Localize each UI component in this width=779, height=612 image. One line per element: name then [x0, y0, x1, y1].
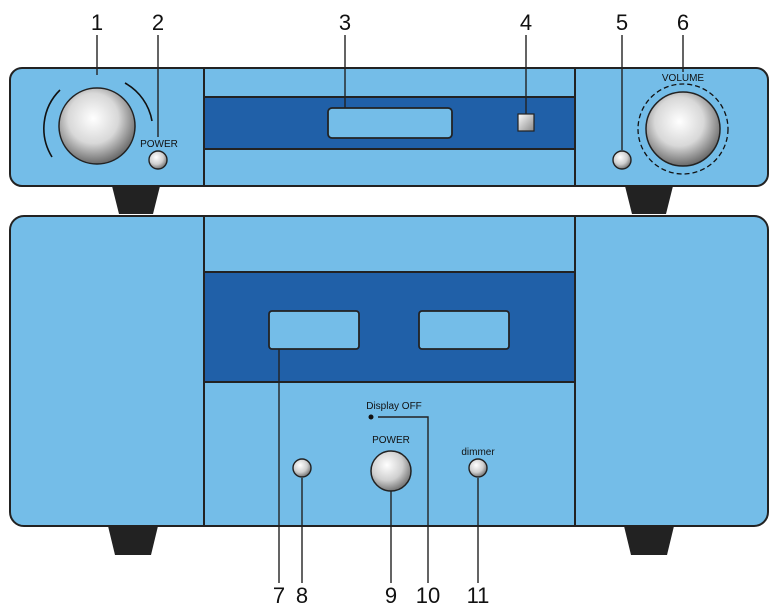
power-top-label: POWER	[140, 139, 178, 150]
callout-11: 11	[467, 583, 490, 608]
selector-arc-right	[124, 82, 153, 122]
display-off-label: Display OFF	[366, 401, 422, 412]
callout-1: 1	[91, 10, 103, 35]
button-icon[interactable]	[370, 450, 412, 492]
knob-icon[interactable]	[58, 87, 136, 165]
foot-bottom-right	[624, 526, 674, 555]
callout-8: 8	[296, 583, 308, 608]
callout-5: 5	[616, 10, 628, 35]
power-bottom-label: POWER	[372, 435, 410, 446]
button-icon[interactable]	[468, 458, 488, 478]
volume-label: VOLUME	[662, 73, 705, 84]
top-display-window	[327, 107, 453, 139]
button-icon[interactable]	[148, 150, 168, 170]
foot-top-right	[625, 186, 673, 214]
callout-7: 7	[273, 583, 285, 608]
leader-lines	[96, 35, 684, 583]
callout-10: 10	[416, 583, 440, 608]
knob-icon[interactable]	[645, 91, 721, 167]
callout-6: 6	[677, 10, 689, 35]
selector-arc-left	[43, 89, 61, 158]
callout-2: 2	[152, 10, 164, 35]
button-icon[interactable]	[292, 458, 312, 478]
foot-top-left	[112, 186, 160, 214]
led-icon	[368, 414, 374, 420]
leader-10	[378, 416, 429, 583]
indicator-square	[517, 113, 535, 132]
top-unit: POWER VOLUME	[9, 67, 769, 214]
bottom-display-window-left	[268, 310, 360, 350]
callout-3: 3	[339, 10, 351, 35]
volume-dashed-ring	[637, 83, 729, 175]
bottom-display-band	[203, 271, 576, 383]
dimmer-label: dimmer	[461, 447, 495, 458]
callout-9: 9	[385, 583, 397, 608]
bottom-display-window-right	[418, 310, 510, 350]
bottom-unit: POWER Display OFF dimmer	[9, 215, 769, 555]
foot-bottom-left	[108, 526, 158, 555]
callout-4: 4	[520, 10, 532, 35]
callout-numbers: 1 2 3 4 5 6 7 8 9 10 11	[91, 10, 689, 608]
button-icon[interactable]	[612, 150, 632, 170]
